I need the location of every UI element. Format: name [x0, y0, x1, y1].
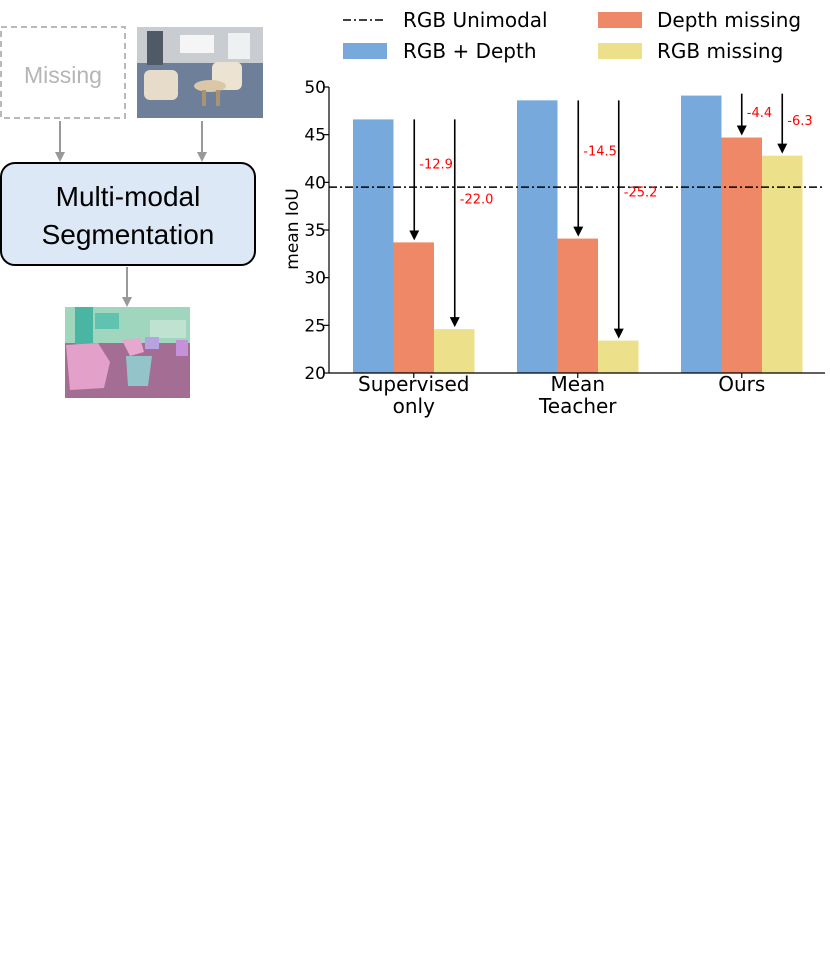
drop-label-1: -22.0 — [460, 192, 494, 207]
y-tick-label-40: 40 — [304, 173, 326, 193]
bar-depth-missing-2 — [721, 137, 762, 373]
drop-label-0: -12.9 — [419, 158, 453, 173]
legend-label-rgb-missing: RGB missing — [657, 39, 783, 63]
bar-rgb-missing-1 — [598, 340, 639, 373]
legend-swatch-depth-missing — [598, 12, 642, 28]
drop-label-3: -25.2 — [624, 185, 658, 200]
bar-depth-missing-1 — [557, 238, 598, 373]
drop-label-5: -6.3 — [787, 114, 812, 129]
rgb-input-image — [137, 27, 263, 118]
legend-entry-rgb-unimodal: RGB Unimodal — [343, 8, 548, 32]
drop-label-2: -14.5 — [583, 145, 617, 160]
legend-label-rgb-depth: RGB + Depth — [403, 39, 537, 63]
x-tick-label-2: Ours — [718, 372, 765, 396]
bar-depth-missing-0 — [393, 242, 434, 373]
y-tick-label-20: 20 — [304, 364, 326, 384]
bar-rgb-depth-0 — [353, 119, 394, 373]
legend-swatch-rgb-missing — [598, 43, 642, 59]
missing-input-label: Missing — [24, 62, 102, 88]
model-label-line1: Multi-modal — [56, 181, 201, 212]
pipeline-diagram: Missing Multi-modal Segmentation — [0, 26, 263, 398]
y-axis-label: mean IoU — [283, 188, 303, 269]
bar-rgb-depth-2 — [681, 95, 722, 373]
legend-entry-depth-missing: Depth missing — [598, 8, 801, 32]
legend-entry-rgb-depth: RGB + Depth — [343, 39, 537, 63]
bar-rgb-missing-0 — [434, 329, 475, 373]
bar-rgb-depth-1 — [517, 100, 558, 373]
plot-area: -12.9 -22.0 -14.5 -25.2 -4.4 -6.3 20 25 30 35 40 45… — [304, 78, 825, 418]
chart-legend: RGB Unimodal Depth missing RGB + Depth R… — [343, 8, 801, 63]
y-tick-label-25: 25 — [304, 316, 326, 336]
bar-chart: RGB Unimodal Depth missing RGB + Depth R… — [283, 8, 825, 418]
legend-swatch-rgb-depth — [343, 43, 387, 59]
segmentation-output-image — [65, 307, 190, 398]
missing-input-box: Missing — [0, 26, 126, 119]
y-tick-label-50: 50 — [304, 78, 326, 98]
legend-label-rgb-unimodal: RGB Unimodal — [403, 8, 548, 32]
y-tick-label-30: 30 — [304, 269, 326, 289]
model-label-line2: Segmentation — [42, 219, 215, 250]
bar-rgb-missing-2 — [762, 155, 803, 373]
legend-entry-rgb-missing: RGB missing — [598, 39, 783, 63]
segmentation-model-box: Multi-modal Segmentation — [0, 162, 256, 266]
y-tick-label-35: 35 — [304, 221, 326, 241]
y-tick-label-45: 45 — [304, 126, 326, 146]
legend-label-depth-missing: Depth missing — [657, 8, 801, 32]
drop-label-4: -4.4 — [747, 106, 772, 121]
